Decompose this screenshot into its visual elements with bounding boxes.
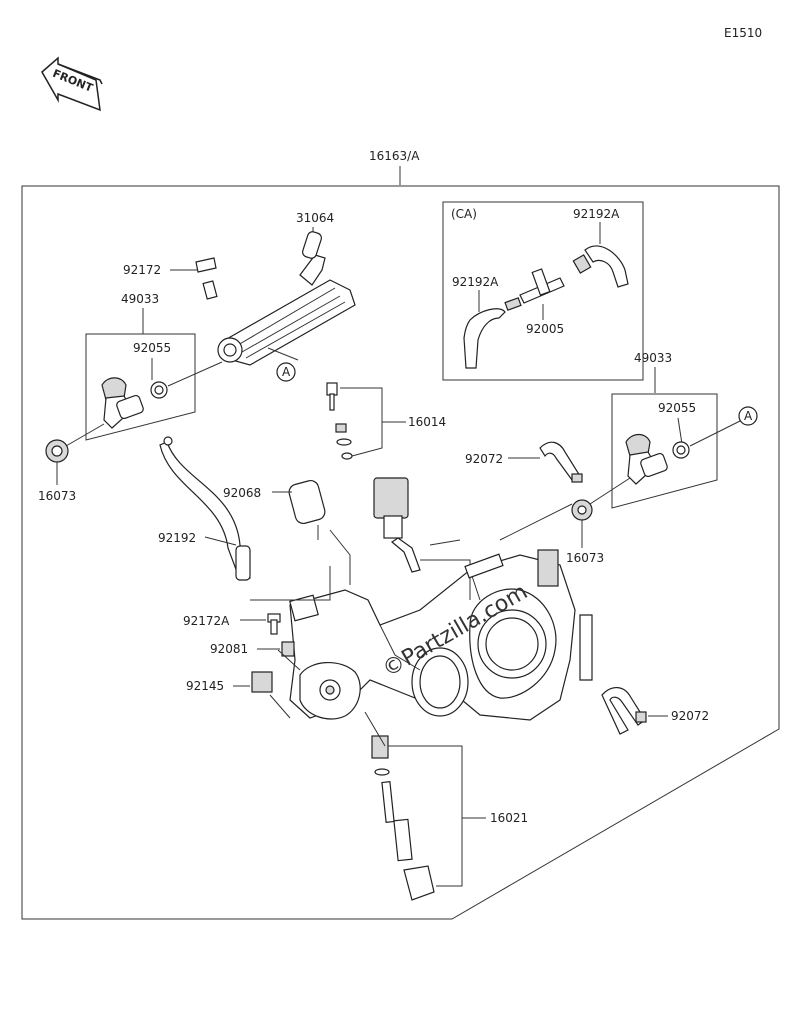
label-49033-left: 49033 [121,292,159,306]
label-92005: 92005 [526,322,564,336]
label-92068: 92068 [223,486,261,500]
label-92192: 92192 [158,531,196,545]
label-92081: 92081 [210,642,248,656]
seal-16073-right [571,499,593,521]
front-arrow-icon: FRONT [41,56,103,112]
injector-right [625,433,668,485]
label-16073-left: 16073 [38,489,76,503]
label-16014: 16014 [408,415,446,429]
injector-left [101,377,144,429]
label-16021: 16021 [490,811,528,825]
label-92192A-top: 92192A [573,207,620,221]
ca-label: (CA) [451,207,477,221]
label-16073-right: 16073 [566,551,604,565]
label-31064: 31064 [296,211,334,225]
assembly-label: 16163/A [369,149,420,163]
assembly-frame [21,185,780,920]
sensor-16021-parts [371,735,435,901]
label-92145: 92145 [186,679,224,693]
connector-harness [373,477,421,573]
label-92072-bottom: 92072 [671,709,709,723]
ca-inset-box [442,201,644,381]
fuel-rail [195,231,356,366]
label-92072-top: 92072 [465,452,503,466]
label-92172A: 92172A [183,614,230,628]
diagram-code: E1510 [724,26,762,40]
label-92055-left: 92055 [133,341,171,355]
label-92192A-left: 92192A [452,275,499,289]
label-49033-right: 49033 [634,351,672,365]
sensor-16014-parts [326,382,353,460]
circle-ref-a-1: A [282,365,291,379]
circle-ref-a-2: A [744,409,753,423]
throttle-body [289,539,593,721]
label-92172: 92172 [123,263,161,277]
label-92055-right: 92055 [658,401,696,415]
seal-16073-left [45,439,69,463]
